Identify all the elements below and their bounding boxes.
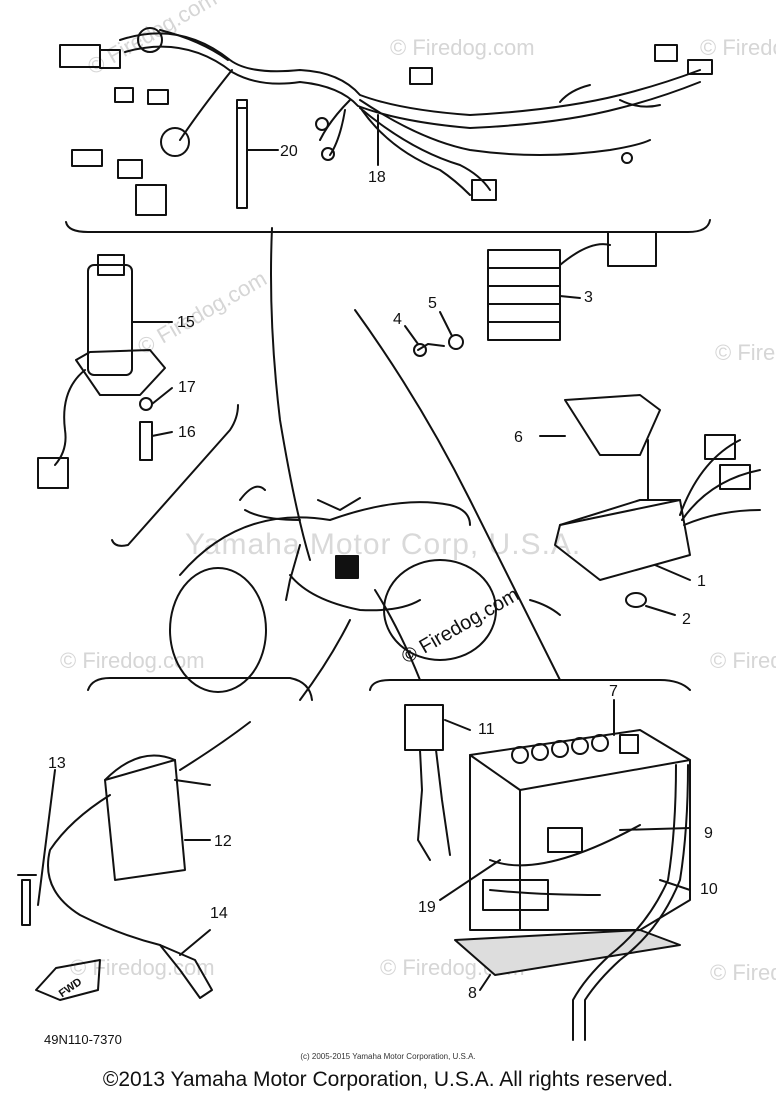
- watermark: © Firedog.com: [390, 35, 535, 60]
- watermark: © Firedog.com: [710, 648, 776, 673]
- part-number-17: 17: [178, 379, 196, 396]
- part-number-20: 20: [280, 143, 298, 160]
- part-number-19: 19: [418, 899, 436, 916]
- part-number-12: 12: [214, 833, 232, 850]
- watermark: © Firedog.com: [715, 340, 776, 365]
- part-number-7: 7: [609, 683, 618, 700]
- part-number-13: 13: [48, 755, 66, 772]
- watermark: © Firedog.com: [70, 955, 215, 980]
- part-number-16: 16: [178, 424, 196, 441]
- part-number-10: 10: [700, 881, 718, 898]
- part-number-18: 18: [368, 169, 386, 186]
- watermark: © Firedog.com: [710, 960, 776, 985]
- part-number-5: 5: [428, 295, 437, 312]
- part-number-9: 9: [704, 825, 713, 842]
- part-number-6: 6: [514, 429, 523, 446]
- part-number-8: 8: [468, 985, 477, 1002]
- part-number-11: 11: [478, 721, 495, 738]
- part-number-3: 3: [584, 289, 593, 306]
- part-number-2: 2: [682, 611, 691, 628]
- part-number-14: 14: [210, 905, 228, 922]
- drawing-code: 49N110-7370: [44, 1032, 122, 1047]
- watermark: © Firedog.com: [700, 35, 776, 60]
- part-number-15: 15: [177, 314, 195, 331]
- footer-copyright: ©2013 Yamaha Motor Corporation, U.S.A. A…: [102, 1068, 674, 1091]
- part-number-4: 4: [393, 311, 402, 328]
- part-number-1: 1: [697, 573, 706, 590]
- small-copyright: (c) 2005-2015 Yamaha Motor Corporation, …: [300, 1052, 476, 1061]
- center-watermark: Yamaha Motor Corp, U.S.A.: [185, 528, 582, 561]
